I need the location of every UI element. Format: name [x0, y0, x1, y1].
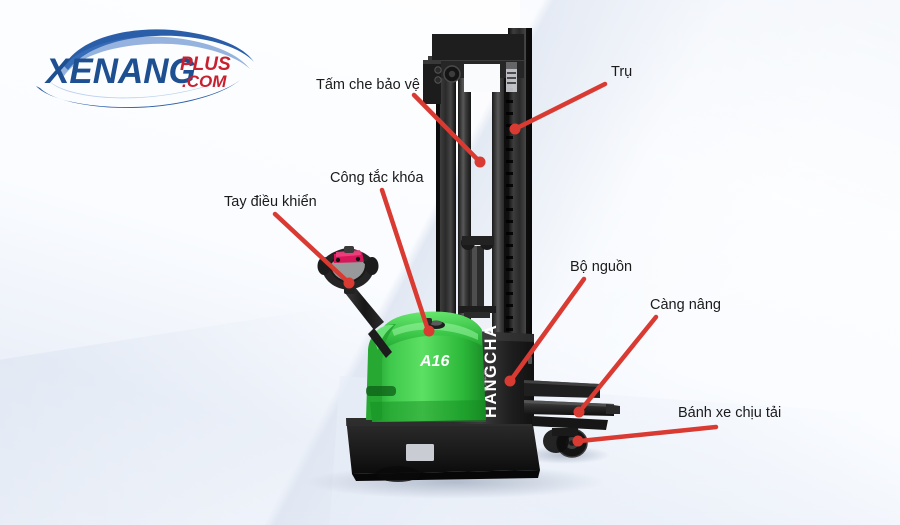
- green-body-cowl: A16: [366, 311, 486, 422]
- lift-cylinder-assembly: [458, 236, 496, 318]
- callout-label-cang-nang: Càng nâng: [650, 297, 721, 313]
- mast-right-shade: [526, 28, 532, 432]
- logo-text-main: XENANG: [44, 52, 196, 91]
- tiller-handle[interactable]: [317, 246, 393, 358]
- callout-label-tru: Trụ: [611, 64, 633, 80]
- machine-brand-text: HANGCHA: [482, 324, 500, 418]
- callout-label-tam-che-bao-ve: Tấm che bảo vệ: [316, 77, 420, 93]
- xenangplus-logo[interactable]: XENANG PLUS .COM: [30, 26, 260, 110]
- callout-label-cong-tac-khoa: Công tắc khóa: [330, 170, 424, 186]
- drive-wheel: [376, 466, 420, 482]
- chassis-label-plate: [406, 444, 434, 461]
- logo-swoosh-top-2: [60, 36, 250, 76]
- logo-swoosh-top: [64, 29, 254, 70]
- callout-label-bo-nguon: Bộ nguồn: [570, 259, 633, 275]
- load-wheel: [543, 428, 588, 458]
- mast-inner-right: [492, 46, 507, 416]
- mast-left-shade: [436, 40, 440, 430]
- logo-text-domain: .COM: [182, 72, 227, 91]
- tiller-grip-right[interactable]: [365, 257, 379, 275]
- machine-model-badge: A16: [419, 353, 449, 370]
- machine-brand-subtext: 杭叉集团: [481, 370, 488, 392]
- callout-label-tay-dieu-khien: Tay điều khiển: [224, 194, 317, 210]
- callout-label-banh-xe-chiu-tai: Bánh xe chịu tải: [678, 405, 782, 421]
- body-vent-slot: [366, 386, 396, 396]
- logo-swoosh-bottom: [36, 80, 240, 108]
- power-module-vent: [528, 356, 532, 364]
- tiller-grip-left[interactable]: [317, 257, 331, 275]
- fork-arms: [524, 380, 620, 430]
- chassis-base: [346, 418, 540, 481]
- logo-text-plus: PLUS: [180, 54, 231, 75]
